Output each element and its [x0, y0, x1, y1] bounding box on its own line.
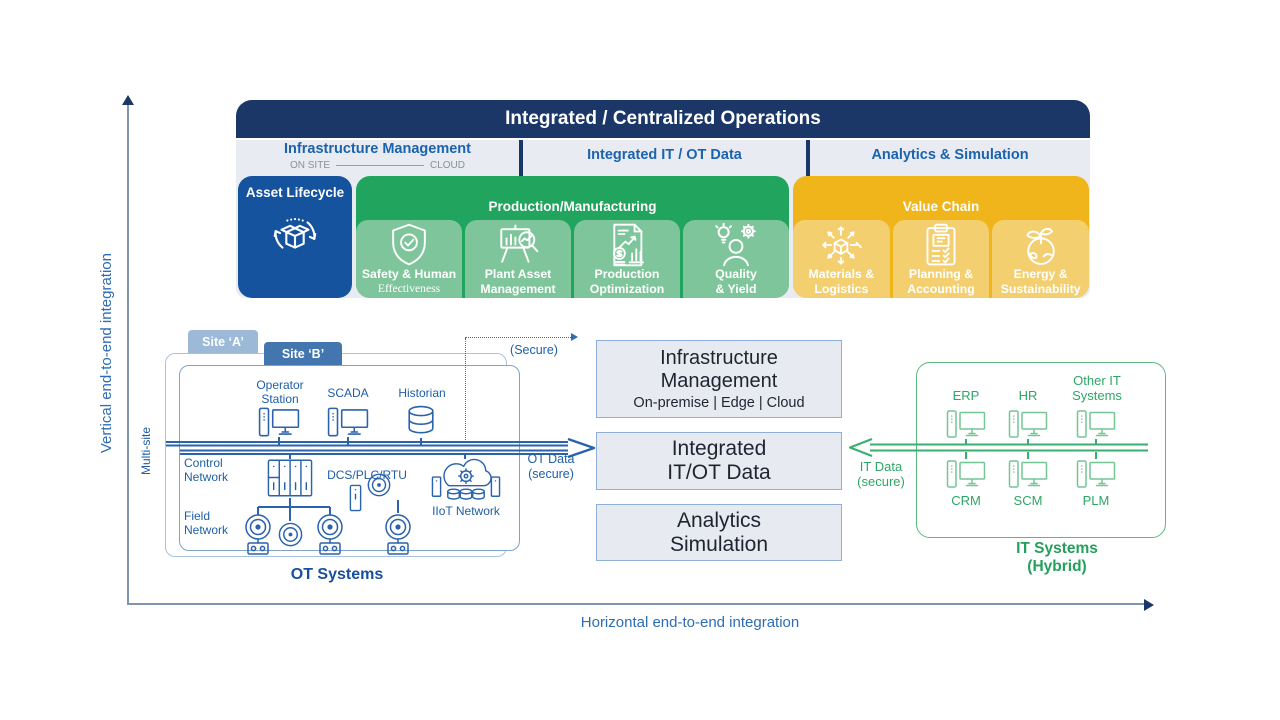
multi-site-label: Multi-site	[138, 426, 153, 475]
crm-label: CRM	[951, 493, 981, 508]
globe-sprout-icon	[1019, 223, 1063, 267]
asset-lifecycle-block: Asset Lifecycle	[238, 176, 352, 298]
plm-label: PLM	[1082, 493, 1110, 508]
person-idea-gear-icon	[713, 223, 759, 267]
erp-label: ERP	[952, 388, 980, 403]
production-item-optimization: Production Optimization	[574, 220, 680, 298]
horizontal-axis-label: Horizontal end-to-end integration	[580, 614, 800, 631]
onsite-cloud-scale: ON SITE CLOUD	[289, 159, 466, 171]
operations-banner: Integrated / Centralized Operations Infr…	[236, 100, 1090, 298]
banner-title-bar: Integrated / Centralized Operations	[236, 100, 1090, 138]
it-data-label: IT Data(secure)	[857, 459, 905, 490]
column-divider-2	[806, 140, 810, 176]
value-chain-item-planning: Planning & Accounting	[892, 220, 990, 298]
cube-distribution-icon	[818, 223, 864, 267]
it-systems-caption: IT Systems(Hybrid)	[1016, 540, 1098, 575]
ot-bus-arrow	[166, 437, 596, 459]
production-manufacturing-block: Production/Manufacturing Safety & Human …	[356, 176, 789, 298]
box-lifecycle-icon	[268, 208, 322, 262]
value-chain-label: Value Chain	[902, 199, 980, 214]
site-b-box	[179, 365, 520, 551]
production-item-plant-asset: Plant Asset Management	[465, 220, 571, 298]
secure-label: (Secure)	[510, 343, 558, 357]
banner-title: Integrated / Centralized Operations	[505, 108, 821, 129]
column-header-itot: Integrated IT / OT Data	[587, 147, 742, 163]
site-a-tab: Site ‘A’	[188, 330, 258, 354]
secure-dotted-line-vertical	[465, 338, 466, 442]
secure-dotted-arrowhead	[571, 333, 578, 341]
column-divider-1	[519, 140, 523, 176]
scm-label: SCM	[1013, 493, 1043, 508]
column-header-analytics: Analytics & Simulation	[871, 147, 1029, 163]
middle-box-infrastructure-sub: On-premise | Edge | Cloud	[633, 394, 805, 411]
horizontal-axis-arrowhead	[1144, 598, 1154, 611]
production-report-icon	[607, 223, 647, 267]
value-chain-items: Materials & Logistics Planning & Account…	[793, 220, 1089, 298]
value-chain-block: Value Chain Materials & Logistics Planni…	[793, 176, 1089, 298]
iiot-network-label: IIoT Network	[432, 504, 500, 518]
ot-data-label: OT Data(secure)	[527, 452, 575, 481]
scada-label: SCADA	[327, 386, 369, 400]
hr-label: HR	[1018, 388, 1038, 403]
production-manufacturing-label: Production/Manufacturing	[488, 199, 657, 214]
secure-dotted-line-horizontal	[465, 337, 571, 338]
vertical-axis-arrowhead	[122, 95, 134, 105]
onsite-cloud-line	[336, 164, 424, 166]
site-b-tab: Site ‘B’	[264, 342, 342, 366]
plant-asset-board-icon	[494, 223, 542, 267]
clipboard-check-icon	[923, 223, 959, 267]
asset-lifecycle-label: Asset Lifecycle	[245, 185, 345, 200]
vertical-axis-line	[127, 103, 129, 604]
historian-label: Historian	[398, 386, 446, 400]
it-bus-arrow	[848, 437, 1148, 458]
production-item-quality: Quality & Yield	[683, 220, 789, 298]
production-items: Safety & Human Effectiveness Plant Asset…	[356, 220, 789, 298]
value-chain-item-materials: Materials & Logistics	[793, 220, 890, 298]
horizontal-axis-line	[127, 603, 1145, 605]
shield-check-icon	[388, 223, 430, 267]
value-chain-item-energy: Energy & Sustainability	[992, 220, 1089, 298]
ot-systems-caption: OT Systems	[290, 566, 384, 583]
vertical-axis-label: Vertical end-to-end integration	[97, 253, 115, 454]
production-item-safety: Safety & Human Effectiveness	[356, 220, 462, 298]
column-header-infrastructure: Infrastructure Management ON SITE CLOUD	[236, 141, 519, 171]
